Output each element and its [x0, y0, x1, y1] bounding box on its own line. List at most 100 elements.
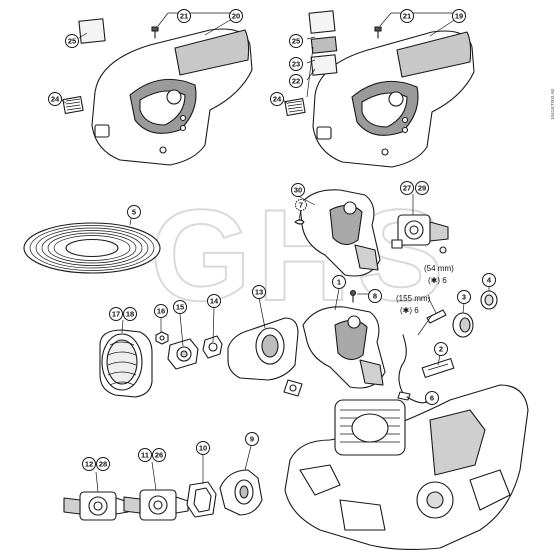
callout-23: 23	[289, 57, 303, 71]
callout-17: 17	[109, 307, 123, 321]
callout-20: 20	[229, 9, 243, 23]
callout-5: 5	[127, 205, 141, 219]
callout-16: 16	[154, 304, 168, 318]
svg-text:25: 25	[292, 37, 300, 46]
svg-text:17: 17	[112, 310, 120, 319]
callout-12: 12	[82, 457, 96, 471]
carburetor-gasket	[186, 481, 217, 518]
engine-housing	[284, 384, 529, 550]
callout-19: 19	[452, 9, 466, 23]
svg-text:6: 6	[430, 394, 434, 403]
hose-long	[397, 334, 411, 401]
filter-grille-left	[62, 95, 84, 115]
svg-text:14: 14	[210, 297, 219, 306]
carburetor-bottom-a	[63, 491, 129, 521]
svg-text:2: 2	[439, 345, 443, 354]
label-plate-right-22	[310, 54, 338, 76]
svg-text:28: 28	[99, 460, 107, 469]
svg-text:20: 20	[232, 12, 240, 21]
filter-strip	[421, 358, 455, 378]
hose-short-length: (54 mm)	[424, 264, 454, 273]
hose-long-length: (155 mm)	[396, 294, 431, 303]
grommet	[452, 312, 474, 338]
callout-10: 10	[196, 441, 210, 455]
svg-text:11: 11	[141, 451, 149, 460]
svg-text:24: 24	[273, 95, 282, 104]
callout-24-right: 24	[270, 92, 284, 106]
svg-text:4: 4	[487, 276, 492, 285]
svg-text:25: 25	[68, 37, 76, 46]
svg-text:21: 21	[180, 12, 188, 21]
callout-2: 2	[434, 342, 448, 356]
clip	[294, 219, 305, 225]
svg-text:9: 9	[250, 435, 254, 444]
callout-6: 6	[425, 391, 439, 405]
callout-21-right: 21	[400, 9, 414, 23]
callout-25-right: 25	[289, 34, 303, 48]
svg-text:22: 22	[292, 77, 300, 86]
callout-1: 1	[332, 275, 346, 289]
carburetor-adapter	[219, 469, 263, 516]
screw-small	[349, 289, 357, 303]
svg-text:21: 21	[403, 12, 411, 21]
svg-text:3: 3	[462, 293, 466, 302]
callout-7: 7	[295, 199, 307, 211]
svg-text:27: 27	[403, 184, 411, 193]
callout-9: 9	[245, 432, 259, 446]
svg-text:23: 23	[292, 60, 300, 69]
callout-29: 29	[415, 181, 429, 195]
svg-text:16: 16	[157, 307, 165, 316]
carburetor-shroud-lower	[302, 306, 386, 389]
screw-left	[151, 26, 159, 39]
hose-short	[426, 309, 447, 324]
svg-text:8: 8	[373, 292, 377, 301]
svg-text:1: 1	[337, 278, 341, 287]
carburetor-shroud-upper	[299, 189, 381, 277]
callout-11: 11	[138, 448, 152, 462]
air-filter	[99, 329, 153, 398]
drawing-reference-code: 104GET003 AB	[550, 89, 555, 120]
carburetor-flange	[167, 338, 199, 370]
label-plate-right-23	[310, 36, 338, 54]
svg-text:30: 30	[294, 186, 302, 195]
callout-4: 4	[482, 273, 496, 287]
callout-21-left: 21	[177, 9, 191, 23]
callout-18: 18	[123, 307, 137, 321]
callout-25-left: 25	[65, 34, 79, 48]
svg-text:18: 18	[126, 310, 134, 319]
svg-text:19: 19	[455, 12, 463, 21]
callout-8: 8	[368, 289, 382, 303]
callout-13: 13	[252, 285, 266, 299]
filter-grille-right	[284, 97, 306, 117]
svg-text:5: 5	[132, 208, 136, 217]
carburetor-upper	[391, 214, 449, 254]
callout-3: 3	[457, 290, 471, 304]
callout-28: 28	[96, 457, 110, 471]
svg-text:29: 29	[418, 184, 426, 193]
callout-27: 27	[400, 181, 414, 195]
gasket-spiral	[23, 222, 161, 274]
svg-text:15: 15	[176, 303, 184, 312]
svg-text:13: 13	[255, 288, 263, 297]
screw-right	[374, 26, 382, 39]
carburetor-bottom-b	[123, 489, 189, 521]
fuel-line	[406, 396, 428, 404]
svg-text:12: 12	[85, 460, 93, 469]
svg-text:10: 10	[199, 444, 207, 453]
leader-lines	[59, 12, 490, 493]
callout-26: 26	[152, 448, 166, 462]
callout-30: 30	[291, 183, 305, 197]
callout-14: 14	[207, 294, 221, 308]
svg-text:24: 24	[51, 95, 60, 104]
callout-22: 22	[289, 74, 303, 88]
flange-gasket	[202, 335, 223, 359]
shroud-cover-left	[91, 28, 253, 166]
cap	[480, 290, 498, 310]
hose-long-quantity: (✱) 6	[400, 306, 419, 315]
svg-text:7: 7	[299, 201, 303, 210]
shroud-cover-right	[312, 30, 475, 168]
callout-15: 15	[173, 300, 187, 314]
hose-short-quantity: (✱) 6	[428, 276, 447, 285]
hex-nut	[155, 331, 169, 345]
